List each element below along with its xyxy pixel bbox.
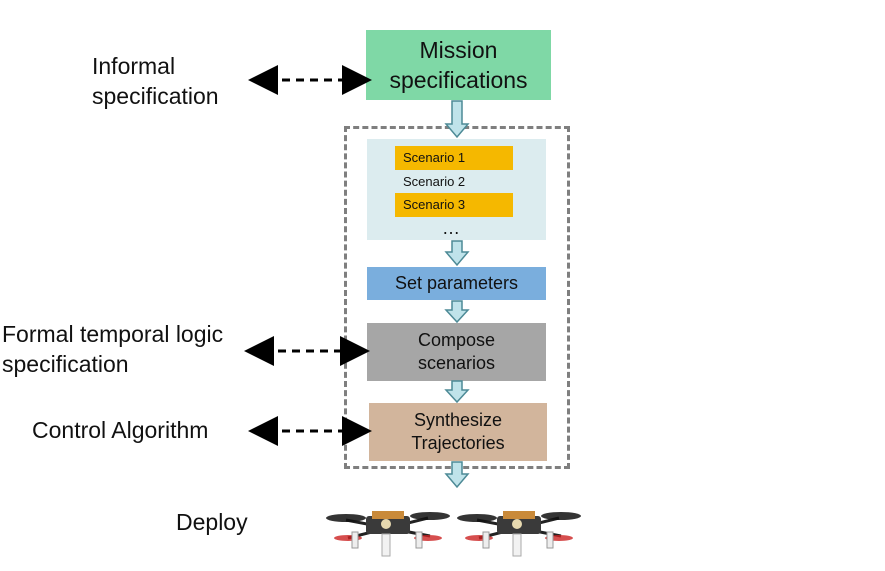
- informal-spec-label: Informal specification: [92, 51, 219, 111]
- formal-spec-label: Formal temporal logic specification: [2, 319, 223, 379]
- scenario-item-1: Scenario 1: [395, 146, 513, 170]
- compose-line1: Compose: [417, 330, 496, 350]
- flow-arrow-2: [444, 240, 470, 267]
- compose-line2: scenarios: [417, 353, 496, 373]
- scenario-ellipsis: …: [442, 218, 461, 238]
- compose-scenarios-box: Compose scenarios: [367, 323, 546, 381]
- synth-line2: Trajectories: [411, 433, 505, 453]
- formal-line2: specification: [2, 351, 129, 377]
- flow-arrow-3: [444, 300, 470, 324]
- scenario-item-3: Scenario 3: [395, 193, 513, 217]
- set-parameters-box: Set parameters: [367, 267, 546, 300]
- drone-icon: [455, 509, 583, 558]
- flow-arrow-1: [444, 100, 470, 139]
- flow-arrow-5: [444, 461, 470, 489]
- scenario-item-2: Scenario 2: [403, 174, 466, 189]
- formal-line1: Formal temporal logic: [2, 321, 224, 347]
- informal-line1: Informal: [92, 53, 176, 79]
- mission-specifications-box: Mission specifications: [366, 30, 551, 100]
- synthesize-trajectories-box: Synthesize Trajectories: [369, 403, 547, 461]
- informal-line2: specification: [92, 83, 219, 109]
- control-algorithm-label: Control Algorithm: [32, 417, 209, 443]
- drone-icon: [324, 509, 452, 558]
- flow-arrow-4: [444, 380, 470, 404]
- deploy-label: Deploy: [176, 509, 248, 535]
- mission-line1: Mission: [419, 37, 498, 63]
- synth-line1: Synthesize: [413, 410, 503, 430]
- mission-line2: specifications: [389, 67, 528, 93]
